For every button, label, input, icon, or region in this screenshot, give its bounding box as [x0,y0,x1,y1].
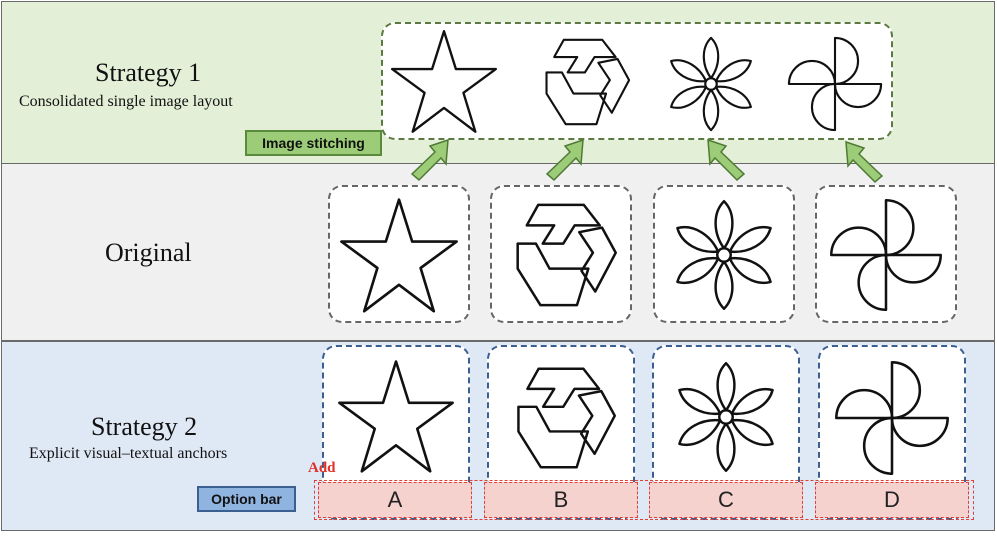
add-label: Add [308,460,336,476]
option-d-cell: D [815,482,969,518]
hexagon-knot-icon [516,203,617,307]
star-icon [338,360,454,473]
option-b-cell: B [484,482,638,518]
up-arrow-icon [545,138,584,182]
strategy1-subtitle: Consolidated single image layout [19,93,233,110]
image-stitching-tag: Image stitching [245,130,382,156]
up-arrow-icon [845,140,884,184]
option-a-cell: A [318,482,472,518]
pinwheel-icon [787,36,883,132]
pinwheel-icon [835,361,949,475]
flower-icon [678,362,774,472]
up-arrow-icon [707,138,746,182]
strategy2-subtitle: Explicit visual–textual anchors [29,445,228,462]
star-icon [340,198,458,313]
original-image-box [653,185,795,323]
star-icon [390,30,498,133]
hexagon-knot-icon [545,38,631,126]
option-c-cell: C [649,482,803,518]
option-bar-tag: Option bar [197,486,296,512]
flower-icon [670,36,752,132]
original-title: Original [105,238,192,267]
up-arrow-icon [410,138,449,182]
strategy1-title: Strategy 1 [95,58,202,87]
strategy2-title: Strategy 2 [91,412,198,441]
stitched-image-box [381,22,893,140]
flower-icon [676,200,772,310]
original-image-box [490,185,632,323]
pinwheel-icon [830,199,942,311]
option-bar-outline [314,480,974,520]
hexagon-knot-icon [517,367,616,469]
original-image-box [328,185,470,323]
